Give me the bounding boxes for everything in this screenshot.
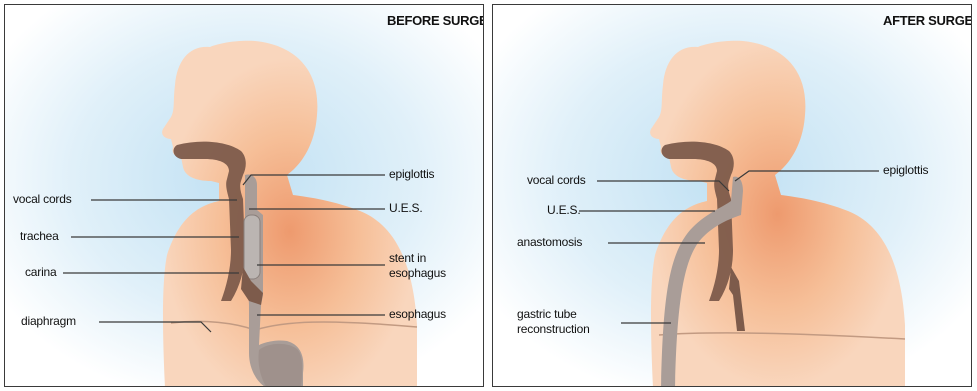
label-diaphragm: diaphragm xyxy=(21,314,76,329)
label-vocal-cords: vocal cords xyxy=(13,192,72,207)
label-anastomosis: anastomosis xyxy=(517,235,582,250)
label-gastric-tube-reconstruction: gastric tube reconstruction xyxy=(517,307,597,337)
label-stent-in-esophagus: stent in esophagus xyxy=(389,251,459,281)
after-surgery-title: AFTER SURGERY xyxy=(883,13,972,28)
label-trachea: trachea xyxy=(20,229,59,244)
label-epiglottis: epiglottis xyxy=(883,163,928,178)
stent xyxy=(244,215,260,279)
before-surgery-illustration xyxy=(5,5,484,387)
label-esophagus: esophagus xyxy=(389,307,446,322)
before-surgery-title: BEFORE SURGERY xyxy=(387,13,484,28)
label-vocal-cords: vocal cords xyxy=(527,173,586,188)
before-surgery-panel: BEFORE SURGERY vocal cords trachea carin… xyxy=(4,4,484,387)
after-surgery-panel: AFTER SURGERY vocal cords U.E.S. anastom… xyxy=(492,4,972,387)
stomach xyxy=(258,344,302,387)
label-carina: carina xyxy=(25,265,56,280)
label-ues: U.E.S. xyxy=(389,201,422,216)
label-epiglottis: epiglottis xyxy=(389,167,434,182)
label-ues: U.E.S. xyxy=(547,203,580,218)
